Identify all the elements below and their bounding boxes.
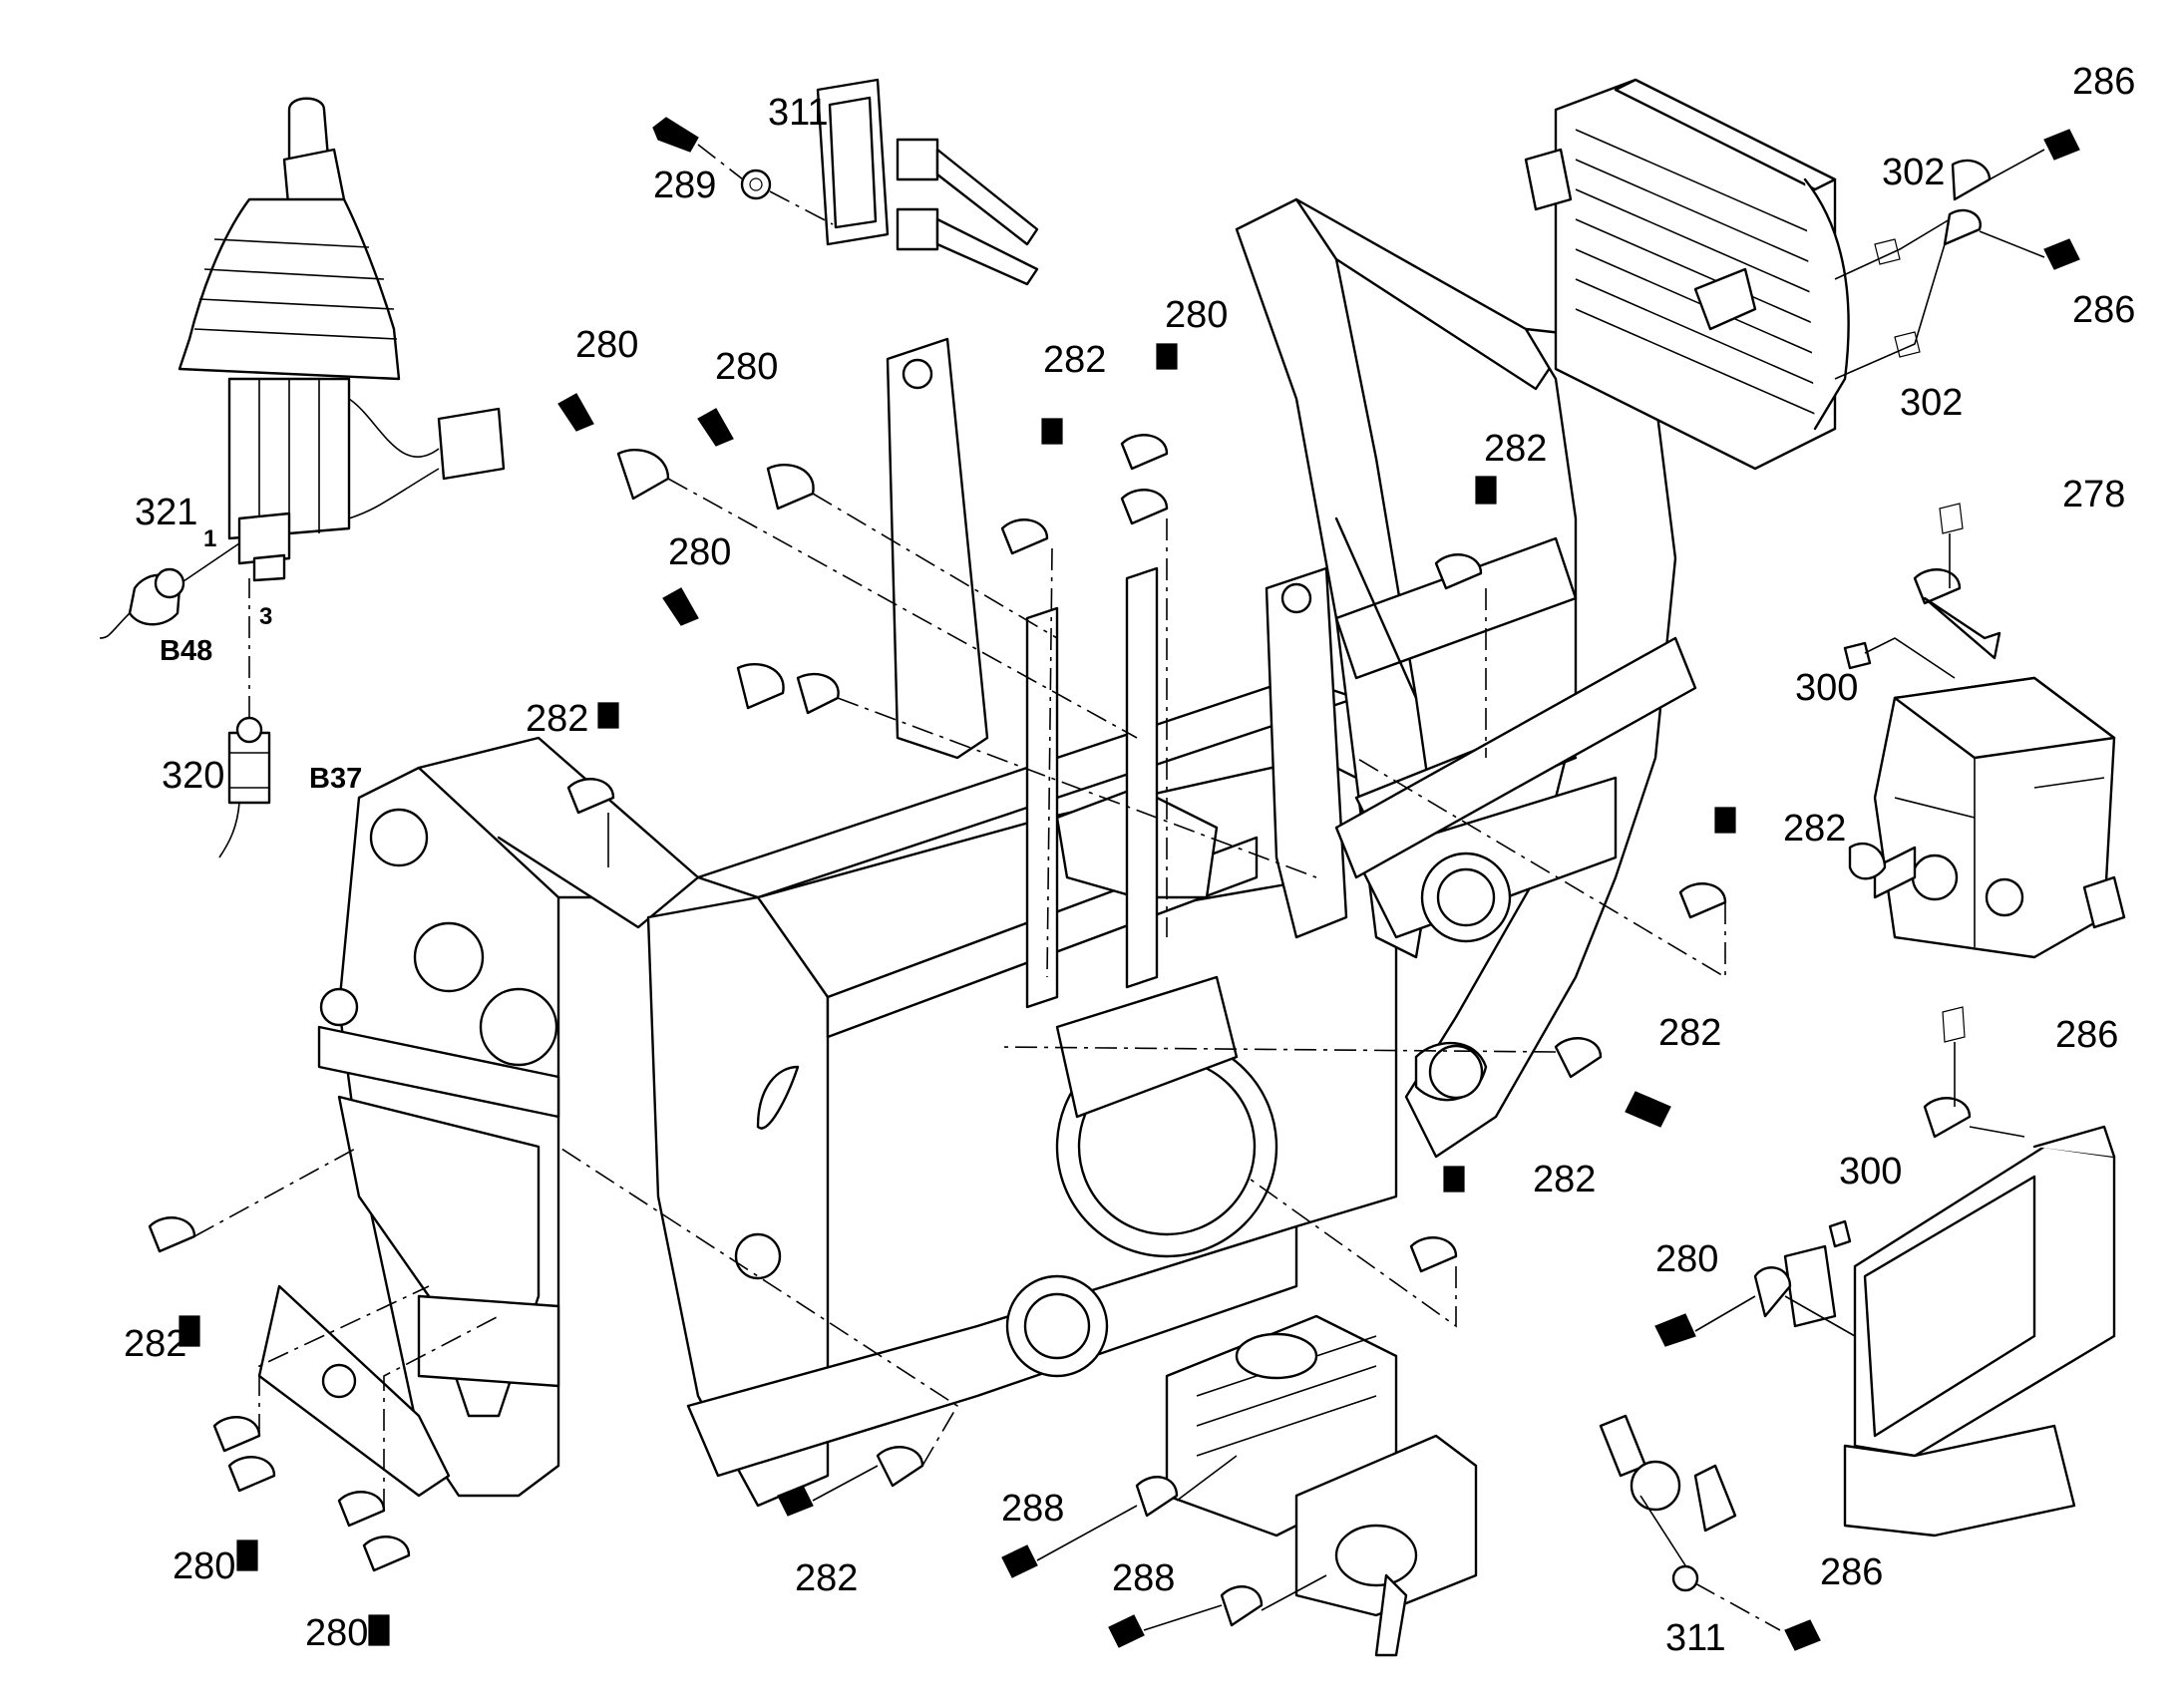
sensor-label-B37: B37 (309, 763, 362, 795)
callout-321: 321 (135, 492, 197, 533)
pin-label-1: 1 (203, 525, 216, 552)
callout-282: 282 (1043, 339, 1106, 381)
callout-302: 302 (1882, 152, 1945, 193)
pump-assembly (1001, 1314, 1478, 1657)
sensor-b37 (218, 578, 271, 858)
callout-280: 280 (668, 531, 731, 573)
callout-280: 280 (173, 1545, 235, 1587)
clamps-and-bolts (148, 343, 1736, 1646)
hydraulic-valve (1843, 503, 2126, 959)
callout-282: 282 (526, 698, 588, 740)
callout-278: 278 (2062, 474, 2125, 515)
pin-numbers: 13 (203, 525, 272, 630)
callout-282: 282 (1533, 1159, 1596, 1200)
callout-282: 282 (1783, 808, 1846, 850)
callout-320: 320 (162, 755, 224, 797)
callout-280: 280 (715, 346, 778, 388)
callout-numbers: 311 289 280 280 280 282 280 282 286 302 286 302 278 3… (124, 61, 2135, 1659)
callout-311: 311 (1665, 1617, 1726, 1659)
callout-280: 280 (1165, 294, 1228, 336)
chassis-frame (257, 197, 1697, 1508)
radiator-hardware (1834, 129, 2080, 380)
callout-280: 280 (305, 1612, 368, 1654)
callout-288: 288 (1001, 1488, 1064, 1530)
callout-300: 300 (1795, 667, 1858, 709)
callout-280: 280 (575, 324, 638, 366)
cable-connector-top (652, 78, 1039, 286)
callout-282: 282 (1484, 428, 1547, 470)
battery-switch (1599, 1414, 1821, 1651)
callout-282: 282 (124, 1323, 186, 1365)
control-unit (1654, 1006, 2116, 1537)
callout-280: 280 (1655, 1238, 1718, 1280)
sensor-b48 (99, 542, 240, 639)
callout-286: 286 (2055, 1014, 2118, 1056)
callout-286: 286 (1820, 1551, 1883, 1593)
callout-288: 288 (1112, 1557, 1175, 1599)
callout-286: 286 (2072, 289, 2135, 331)
callout-311: 311 (768, 92, 829, 134)
pin-label-3: 3 (259, 603, 272, 630)
callout-282: 282 (795, 1557, 858, 1599)
callout-300: 300 (1839, 1151, 1902, 1193)
radiator-assembly (1524, 78, 1850, 471)
joystick-assembly (178, 97, 506, 582)
callout-286: 286 (2072, 61, 2135, 103)
callout-302: 302 (1900, 382, 1963, 424)
sensor-label-B48: B48 (160, 635, 212, 667)
callout-289: 289 (653, 165, 716, 206)
callout-282: 282 (1658, 1012, 1721, 1054)
